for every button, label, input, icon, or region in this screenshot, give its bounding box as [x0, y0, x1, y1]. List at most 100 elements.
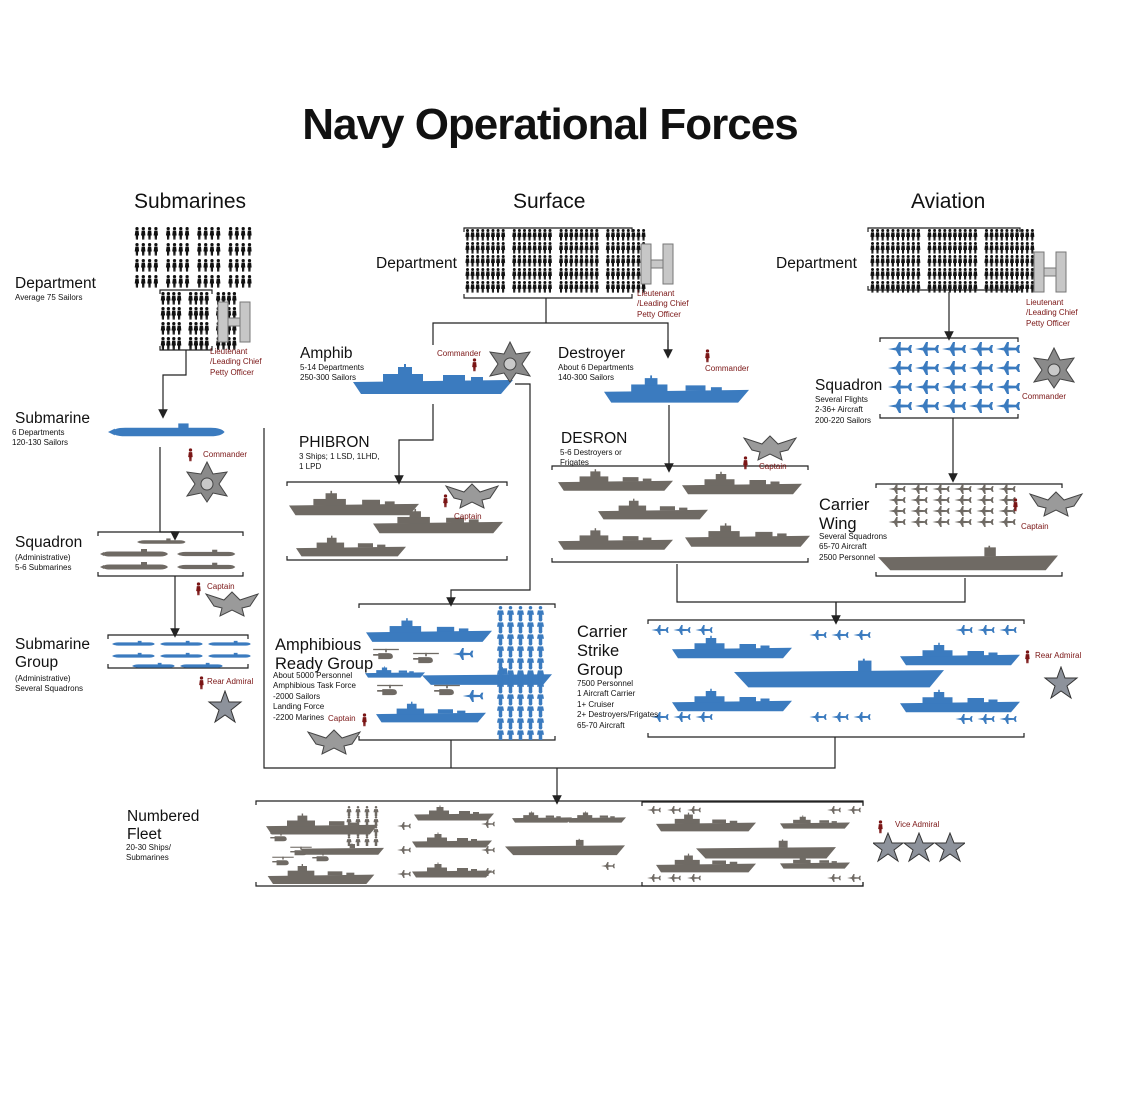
column-heading-aviation: Aviation	[911, 190, 986, 213]
sailor-icon	[501, 268, 506, 280]
marine-icon	[537, 714, 544, 728]
sailor-icon	[134, 227, 140, 240]
jet-icon	[687, 806, 701, 814]
sailor-icon	[480, 281, 485, 293]
jet-icon	[955, 714, 973, 724]
marine-icon	[517, 630, 524, 644]
sailor-icon	[176, 292, 182, 305]
sailor-icon	[594, 281, 599, 293]
marine-icon	[507, 726, 514, 740]
sailor-icon	[973, 255, 978, 267]
sailor-icon	[584, 255, 589, 267]
landing-craft-icon	[365, 666, 425, 678]
sailor-icon	[1015, 242, 1020, 254]
sailor-icon	[569, 281, 574, 293]
csg-rank: Rear Admiral	[1035, 651, 1082, 660]
jet-icon	[954, 517, 972, 527]
sailor-icon	[579, 242, 584, 254]
sailor-icon	[994, 281, 999, 293]
sailor-icon	[952, 281, 957, 293]
sailor-icon	[247, 243, 252, 256]
jet-icon	[996, 399, 1020, 413]
aviation-department-label: Department	[776, 255, 857, 272]
sailor-icon	[490, 255, 495, 267]
jet-icon	[942, 342, 966, 356]
connector-line	[263, 428, 836, 769]
jet-icon	[397, 846, 411, 854]
helicopter-icon	[434, 684, 460, 696]
marine-icon	[517, 726, 524, 740]
connector-line	[446, 383, 531, 607]
sailor-icon	[547, 281, 552, 293]
aviation-department-rank: Lieutenant /Leading Chief Petty Officer	[1026, 298, 1078, 328]
sailor-icon	[470, 229, 475, 241]
jet-icon	[687, 874, 701, 882]
jet-icon	[888, 380, 912, 394]
submarine-icon	[177, 562, 236, 570]
marine-icon	[364, 836, 370, 846]
sailor-icon	[485, 281, 490, 293]
submarine-icon	[137, 538, 186, 544]
sailor-icon	[193, 322, 199, 335]
sailor-icon	[901, 229, 906, 241]
lieutenant-bars-icon	[214, 300, 254, 349]
sailor-icon	[994, 229, 999, 241]
sailor-icon	[605, 242, 610, 254]
sailor-icon	[901, 281, 906, 293]
sailor-icon	[193, 337, 199, 350]
sailor-icon	[916, 268, 921, 280]
sailor-icon	[973, 229, 978, 241]
submarine-icon	[132, 662, 175, 668]
jet-icon	[999, 714, 1017, 724]
sailor-icon	[579, 281, 584, 293]
submarine-icon	[108, 423, 225, 437]
sailor-icon	[480, 255, 485, 267]
sailor-icon	[184, 243, 190, 256]
sailor-icon	[165, 227, 171, 240]
sailor-icon	[470, 268, 475, 280]
officer-figure-icon	[472, 358, 477, 372]
submarine-label: Submarine	[15, 410, 90, 427]
sailor-icon	[559, 255, 564, 267]
sailor-icon	[188, 307, 193, 320]
fleet-csg-bracket-top	[641, 801, 864, 806]
destroyer-icon	[780, 815, 850, 829]
sailor-icon	[605, 255, 610, 267]
sailor-icon	[958, 281, 963, 293]
jet-icon	[481, 820, 495, 828]
marine-icon	[517, 618, 524, 632]
sailor-icon	[1009, 268, 1014, 280]
destroyer-icon	[682, 471, 802, 495]
sailor-icon	[927, 268, 932, 280]
jet-icon	[847, 806, 861, 814]
sailor-icon	[512, 268, 517, 280]
eagle-icon	[1028, 488, 1084, 523]
sailor-icon	[512, 255, 517, 267]
sailor-icon	[522, 242, 527, 254]
sailor-icon	[594, 255, 599, 267]
sailor-icon	[890, 281, 895, 293]
sailor-icon	[963, 242, 968, 254]
sailor-icon	[901, 268, 906, 280]
sailor-icon	[911, 229, 916, 241]
sailor-icon	[517, 268, 522, 280]
sailor-icon	[199, 292, 204, 305]
sailor-icon	[626, 255, 631, 267]
marine-icon	[517, 714, 524, 728]
av-squadron-label: Squadron	[815, 377, 883, 394]
helicopter-icon	[272, 856, 294, 866]
sailor-icon	[564, 242, 569, 254]
marine-icon	[527, 630, 534, 644]
sailor-icon	[589, 268, 594, 280]
connector-line	[432, 298, 669, 354]
sailor-icon	[569, 229, 574, 241]
sailor-icon	[574, 255, 579, 267]
sailor-icon	[963, 268, 968, 280]
marine-icon	[517, 690, 524, 704]
sailor-icon	[984, 242, 989, 254]
sailor-icon	[204, 307, 209, 320]
sailor-icon	[968, 281, 973, 293]
sailor-icon	[470, 281, 475, 293]
sailor-icon	[621, 255, 626, 267]
sailor-icon	[160, 292, 166, 305]
